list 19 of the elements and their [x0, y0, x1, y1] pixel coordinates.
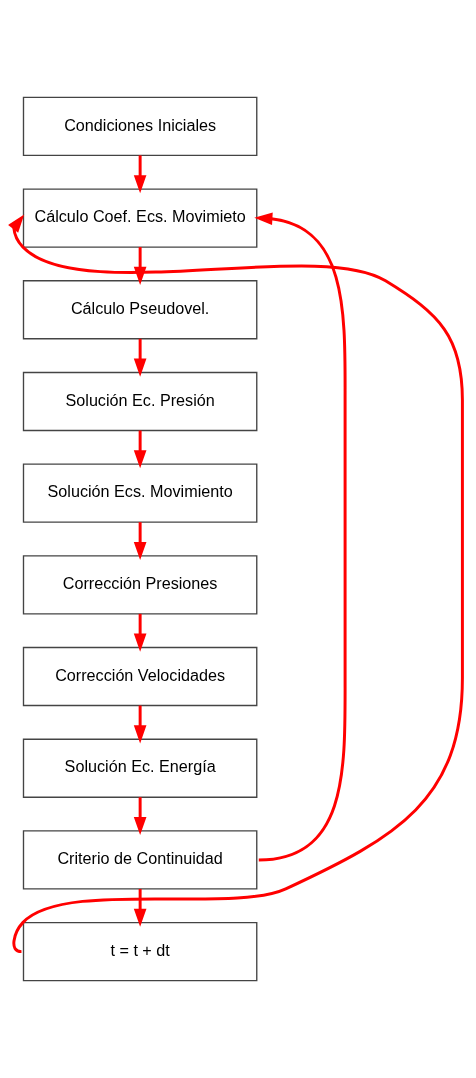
arrow — [133, 430, 147, 469]
arrow — [133, 522, 147, 561]
node-box: Criterio de Continuidad — [22, 830, 258, 890]
node-box: Solución Ecs. Movimiento — [22, 463, 258, 523]
arrow — [133, 338, 147, 377]
arrow — [133, 797, 147, 836]
node-box: Cálculo Coef. Ecs. Movimieto — [22, 188, 258, 248]
node-box: Corrección Presiones — [22, 555, 258, 615]
arrow — [133, 705, 147, 744]
arrow — [133, 888, 147, 927]
node-box: Solución Ec. Presión — [22, 371, 258, 432]
node-box: Corrección Velocidades — [22, 646, 258, 707]
node-box: Condiciones Iniciales — [22, 96, 258, 157]
node-box: t = t + dt — [22, 921, 258, 982]
arrow — [133, 613, 147, 652]
node-box: Cálculo Pseudovel. — [22, 280, 258, 340]
arrow — [254, 212, 347, 862]
node-box: Solución Ec. Energía — [22, 738, 258, 798]
arrow — [133, 155, 147, 194]
